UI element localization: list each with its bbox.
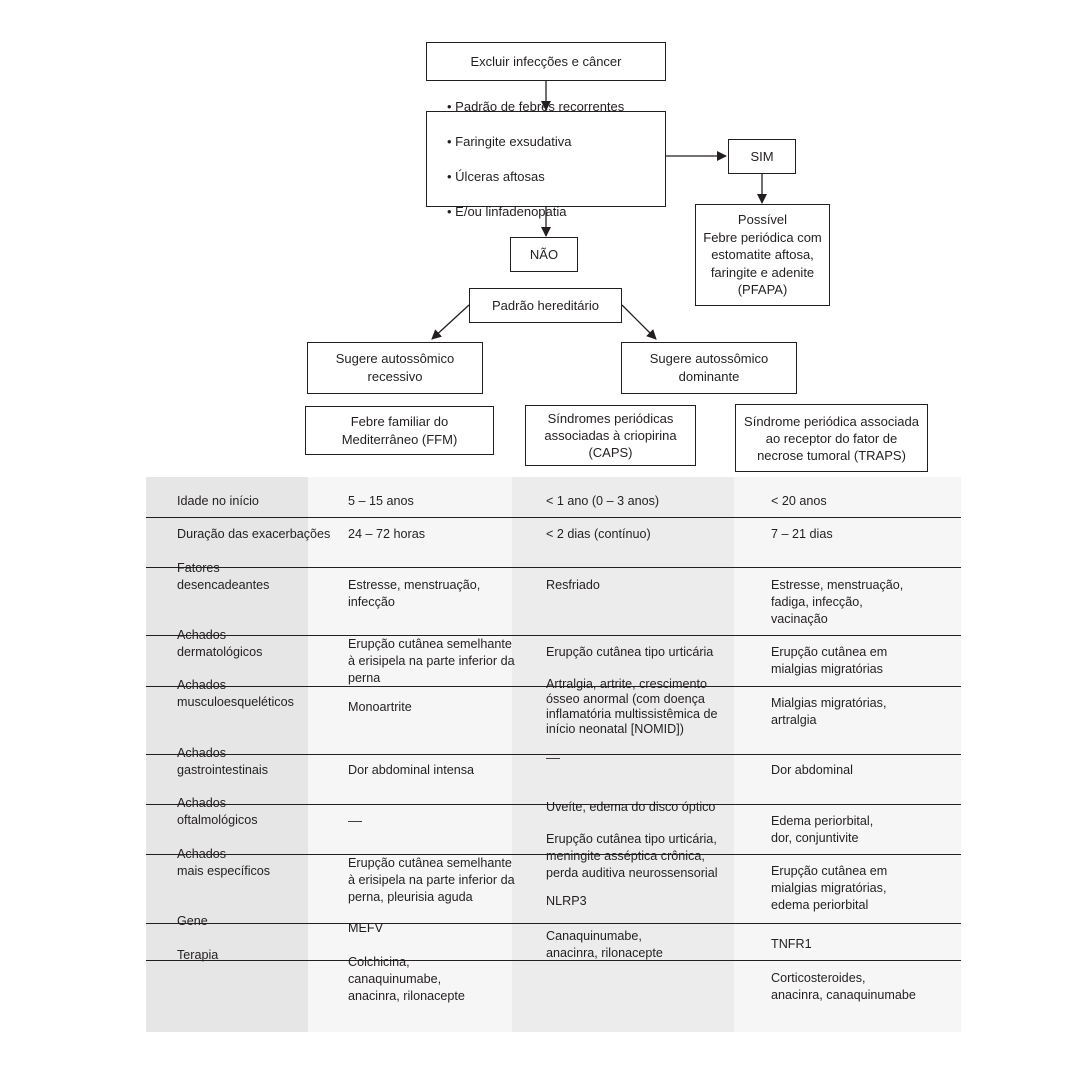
- caps-cell: Artralgia, artrite, crescimento ósseo an…: [546, 677, 718, 736]
- row-label: Gene: [177, 914, 208, 928]
- row-label: Duração das exacerbações: [177, 527, 331, 541]
- row-divider: [146, 960, 961, 961]
- arrow-hereditary-to-dominant: [621, 304, 657, 340]
- criteria-item: Padrão de febres recorrentes: [447, 98, 624, 116]
- traps-cell: Estresse, menstruação, fadiga, infecção,…: [771, 578, 904, 626]
- row-divider: [146, 804, 961, 805]
- traps-cell: Dor abdominal: [771, 763, 853, 777]
- caps-cell: ––: [546, 751, 561, 765]
- ffm-cell: 24 – 72 horas: [348, 527, 426, 541]
- caps-cell: < 1 ano (0 – 3 anos): [546, 494, 660, 508]
- row-label: Fatores desencadeantes: [177, 561, 270, 592]
- ffm-cell: ––: [348, 814, 363, 828]
- caps-cell: Erupção cutânea tipo urticária, meningit…: [546, 832, 718, 880]
- traps-cell: Mialgias migratórias, artralgia: [771, 696, 887, 727]
- caps-cell: Uveíte, edema do disco óptico: [546, 800, 716, 814]
- caps-box: Síndromes periódicas associadas à criopi…: [525, 405, 696, 466]
- ffm-box: Febre familiar do Mediterrâneo (FFM): [305, 406, 494, 455]
- row-label: Idade no início: [177, 494, 259, 508]
- row-label: Terapia: [177, 948, 219, 962]
- caps-cell: Resfriado: [546, 578, 600, 592]
- traps-cell: 7 – 21 dias: [771, 527, 833, 541]
- traps-cell: Corticosteroides, anacinra, canaquinumab…: [771, 971, 916, 1002]
- row-label: Achados oftalmológicos: [177, 796, 258, 827]
- row-divider: [146, 923, 961, 924]
- sim-box: SIM: [728, 139, 796, 174]
- row-label: Achados gastrointestinais: [177, 746, 269, 777]
- nao-box: NÃO: [510, 237, 578, 272]
- row-divider: [146, 686, 961, 687]
- ffm-cell: Erupção cutânea semelhante à erisipela n…: [348, 856, 515, 904]
- exclude-box: Excluir infecções e câncer: [426, 42, 666, 81]
- traps-cell: Edema periorbital, dor, conjuntivite: [771, 814, 874, 845]
- pfapa-box: Possível Febre periódica com estomatite …: [695, 204, 830, 306]
- caps-cell: Canaquinumabe, anacinra, rilonacepte: [546, 929, 663, 960]
- ffm-cell: Dor abdominal intensa: [348, 763, 475, 777]
- criteria-item: Úlceras aftosas: [447, 168, 624, 186]
- traps-cell: Erupção cutânea em mialgias migratórias,…: [771, 864, 888, 912]
- row-divider: [146, 517, 961, 518]
- row-label: Achados dermatológicos: [177, 628, 263, 659]
- caps-cell: NLRP3: [546, 894, 587, 908]
- traps-box: Síndrome periódica associada ao receptor…: [735, 404, 928, 472]
- row-divider: [146, 754, 961, 755]
- criteria-list: Padrão de febres recorrentes Faringite e…: [447, 81, 624, 238]
- caps-cell: Erupção cutânea tipo urticária: [546, 645, 714, 659]
- criteria-item: E/ou linfadenopatia: [447, 203, 624, 221]
- hereditary-box: Padrão hereditário: [469, 288, 622, 323]
- row-divider: [146, 567, 961, 568]
- row-label: Achados mais específicos: [177, 847, 271, 878]
- ffm-cell: Erupção cutânea semelhante à erisipela n…: [348, 637, 515, 685]
- criteria-box: Padrão de febres recorrentes Faringite e…: [426, 99, 666, 219]
- criteria-item: Faringite exsudativa: [447, 133, 624, 151]
- dominant-box: Sugere autossômico dominante: [621, 342, 797, 394]
- arrow-hereditary-to-recessive: [431, 304, 470, 340]
- row-divider: [146, 635, 961, 636]
- traps-cell: < 20 anos: [771, 494, 827, 508]
- ffm-cell: MEFV: [348, 921, 383, 935]
- row-label: Achados musculoesqueléticos: [177, 678, 294, 709]
- ffm-cell: Monoartrite: [348, 700, 412, 714]
- recessive-box: Sugere autossômico recessivo: [307, 342, 483, 394]
- caps-cell: < 2 dias (contínuo): [546, 527, 651, 541]
- traps-cell: Erupção cutânea em mialgias migratórias: [771, 645, 888, 676]
- traps-cell: TNFR1: [771, 937, 812, 951]
- ffm-cell: Colchicina, canaquinumabe, anacinra, ril…: [348, 955, 465, 1003]
- ffm-cell: 5 – 15 anos: [348, 494, 414, 508]
- row-divider: [146, 854, 961, 855]
- ffm-cell: Estresse, menstruação, infecção: [348, 578, 481, 609]
